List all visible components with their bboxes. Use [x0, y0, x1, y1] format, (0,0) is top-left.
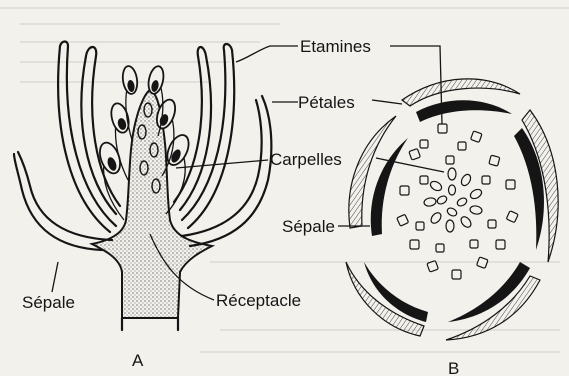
petal-bottom-left [364, 262, 428, 322]
figure-a-section [14, 42, 271, 331]
label-receptacle: Réceptacle [216, 291, 301, 310]
sepal-bottom-left [346, 262, 424, 336]
carpels-diagram [423, 168, 483, 232]
label-sepale-a: Sépale [22, 293, 75, 312]
label-petales: Pétales [298, 93, 355, 112]
figure-label-a: A [132, 351, 144, 370]
figure-b-floral-diagram [338, 46, 558, 340]
label-etamines: Etamines [300, 37, 371, 56]
petal-top [416, 100, 512, 122]
label-sepale-b: Sépale [282, 217, 335, 236]
receptacle-shape [92, 90, 212, 318]
label-carpelles: Carpelles [270, 150, 342, 169]
figure-label-b: B [448, 359, 459, 376]
